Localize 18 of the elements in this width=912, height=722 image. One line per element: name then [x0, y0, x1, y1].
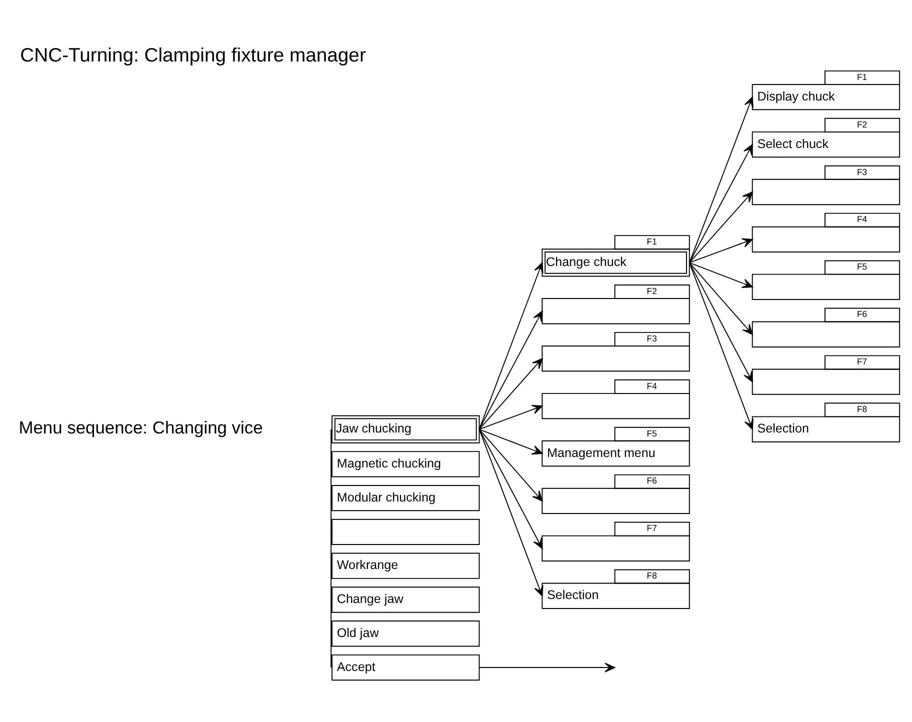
node-label: F1 — [856, 72, 868, 82]
node-label: F7 — [646, 523, 657, 534]
node-label: F5 — [856, 262, 868, 272]
node-label: F7 — [856, 356, 868, 367]
diagram-title: CNC-Turning: Clamping fixture manager — [20, 44, 366, 66]
node-label: F6 — [856, 309, 868, 320]
node-label: F2 — [646, 286, 657, 296]
node-label: F3 — [646, 333, 657, 344]
node-label: F4 — [646, 380, 657, 391]
node-label: F3 — [856, 166, 868, 177]
node-label: F4 — [856, 214, 868, 224]
node-label: F8 — [646, 570, 657, 581]
label: Menu sequence: Changing vice — [18, 418, 263, 438]
node-label: F2 — [856, 119, 868, 130]
node-label: F6 — [646, 476, 657, 486]
node-label: F1 — [646, 236, 657, 246]
node-label: F8 — [856, 404, 868, 414]
node-label: F5 — [646, 428, 657, 438]
